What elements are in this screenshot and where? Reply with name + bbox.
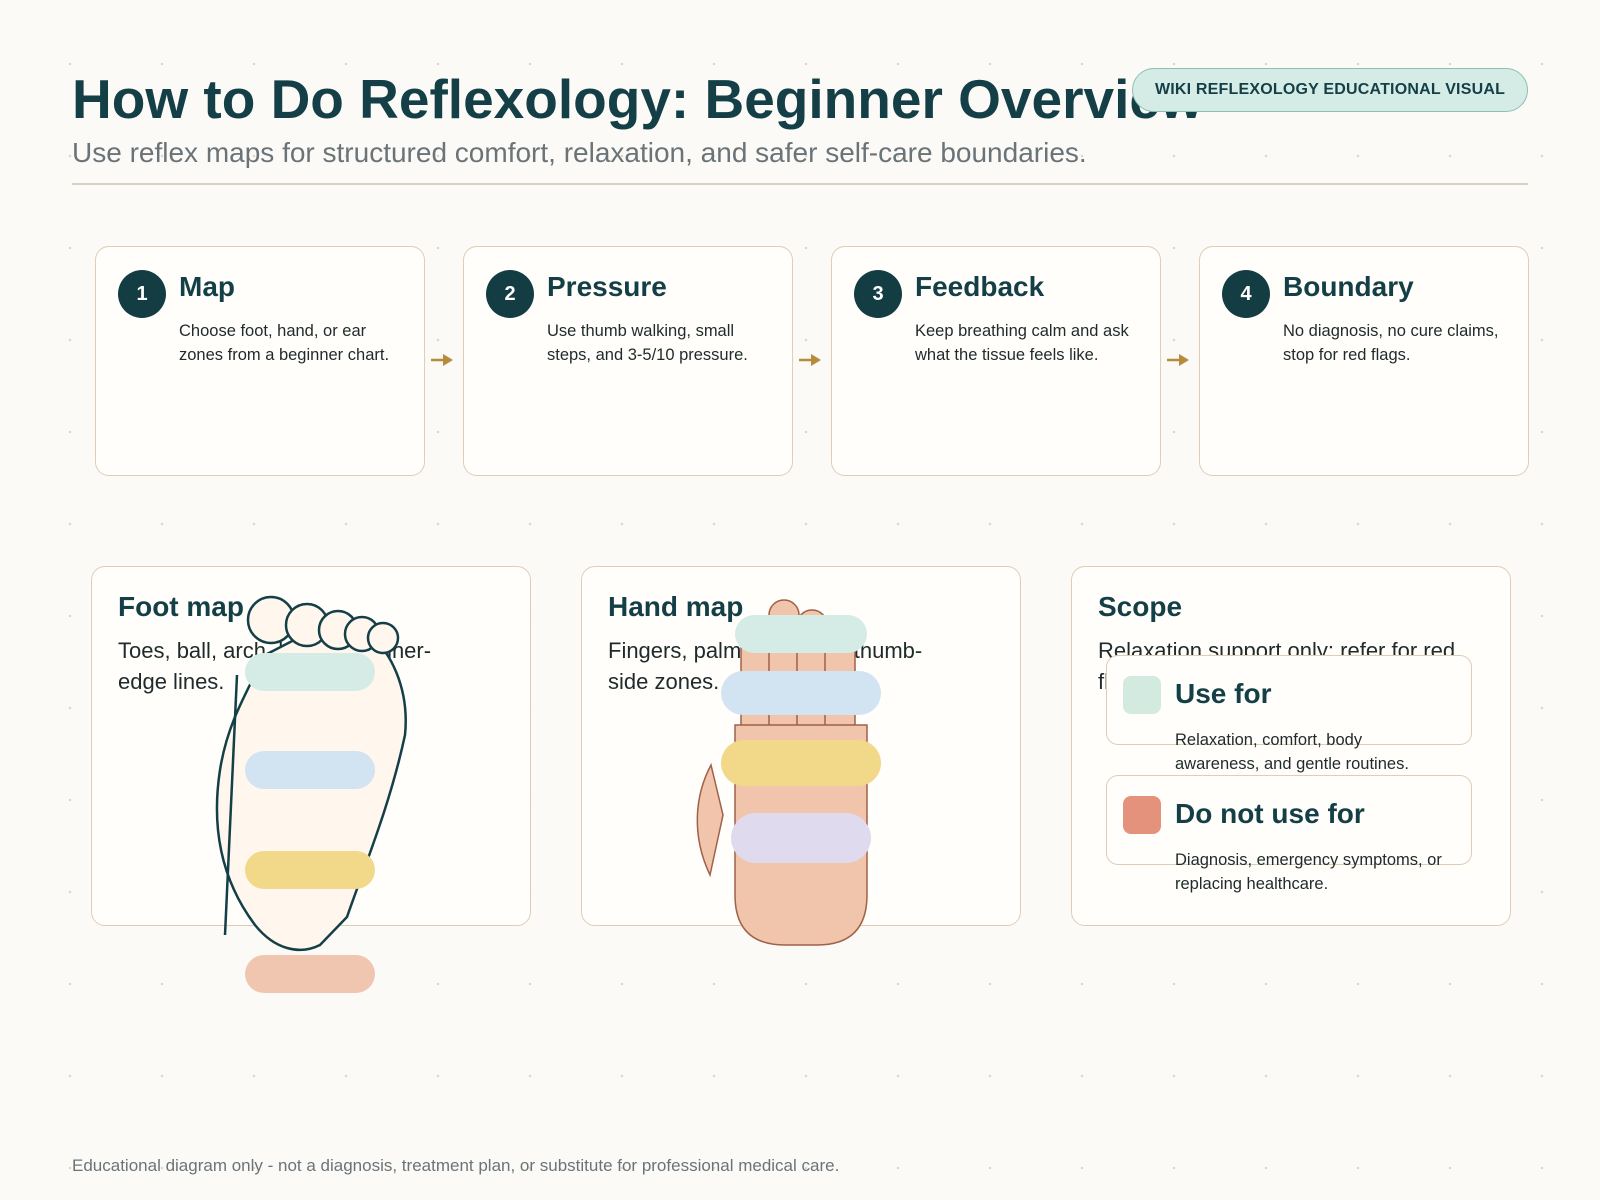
step-number: 1: [118, 270, 166, 318]
palm-zone: [721, 671, 881, 715]
use-for-box: Use for Relaxation, comfort, body awaren…: [1106, 655, 1472, 773]
do-not-use-for-swatch: [1123, 796, 1161, 834]
step-description: No diagnosis, no cure claims, stop for r…: [1283, 322, 1499, 364]
finger-zone: [735, 615, 867, 653]
step-title: Map: [179, 271, 235, 302]
toe: [366, 621, 400, 655]
step-card-boundary: 4 Boundary No diagnosis, no cure claims,…: [1199, 246, 1529, 476]
source-badge: WIKI REFLEXOLOGY EDUCATIONAL VISUAL: [1132, 68, 1528, 112]
arrow-right-icon: [1167, 354, 1189, 366]
use-for-swatch: [1123, 676, 1161, 714]
panel-title: Hand map: [608, 591, 744, 622]
step-number: 4: [1222, 270, 1270, 318]
step-card-pressure: 2 Pressure Use thumb walking, small step…: [463, 246, 793, 476]
do-not-use-for-title: Do not use for: [1175, 798, 1365, 829]
step-number: 3: [854, 270, 902, 318]
step-title: Feedback: [915, 271, 1045, 302]
page-title: How to Do Reflexology: Beginner Overview: [72, 68, 1203, 130]
page-subtitle: Use reflex maps for structured comfort, …: [72, 137, 1087, 168]
thumb: [696, 762, 724, 878]
mid-palm-zone: [721, 740, 881, 786]
use-for-title: Use for: [1175, 678, 1272, 709]
step-title: Boundary: [1283, 271, 1414, 302]
use-for-text: Relaxation, comfort, body awareness, and…: [1175, 731, 1409, 773]
panel-title: Foot map: [118, 591, 244, 622]
hand-diagram: [696, 599, 881, 946]
foot-inner-edge-line: [223, 674, 239, 936]
step-description: Use thumb walking, small steps, and 3-5/…: [547, 322, 748, 364]
step-card-map: 1 Map Choose foot, hand, or ear zones fr…: [95, 246, 425, 476]
arrow-right-icon: [799, 354, 821, 366]
toe-zone: [245, 653, 375, 691]
heel-zone: [245, 955, 375, 993]
foot-diagram: [215, 595, 407, 993]
step-title: Pressure: [547, 271, 667, 302]
header-divider: [72, 183, 1528, 185]
step-description: Choose foot, hand, or ear zones from a b…: [179, 322, 390, 364]
step-card-feedback: 3 Feedback Keep breathing calm and ask w…: [831, 246, 1161, 476]
do-not-use-for-box: Do not use for Diagnosis, emergency symp…: [1106, 775, 1472, 893]
wrist-zone: [731, 813, 871, 863]
step-number: 2: [486, 270, 534, 318]
ball-zone: [245, 751, 375, 789]
arrow-right-icon: [431, 354, 453, 366]
panel-title: Scope: [1098, 591, 1183, 622]
do-not-use-for-text: Diagnosis, emergency symptoms, or replac…: [1175, 851, 1442, 893]
arch-zone: [245, 851, 375, 889]
footer-disclaimer: Educational diagram only - not a diagnos…: [72, 1156, 840, 1175]
step-description: Keep breathing calm and ask what the tis…: [915, 322, 1129, 364]
